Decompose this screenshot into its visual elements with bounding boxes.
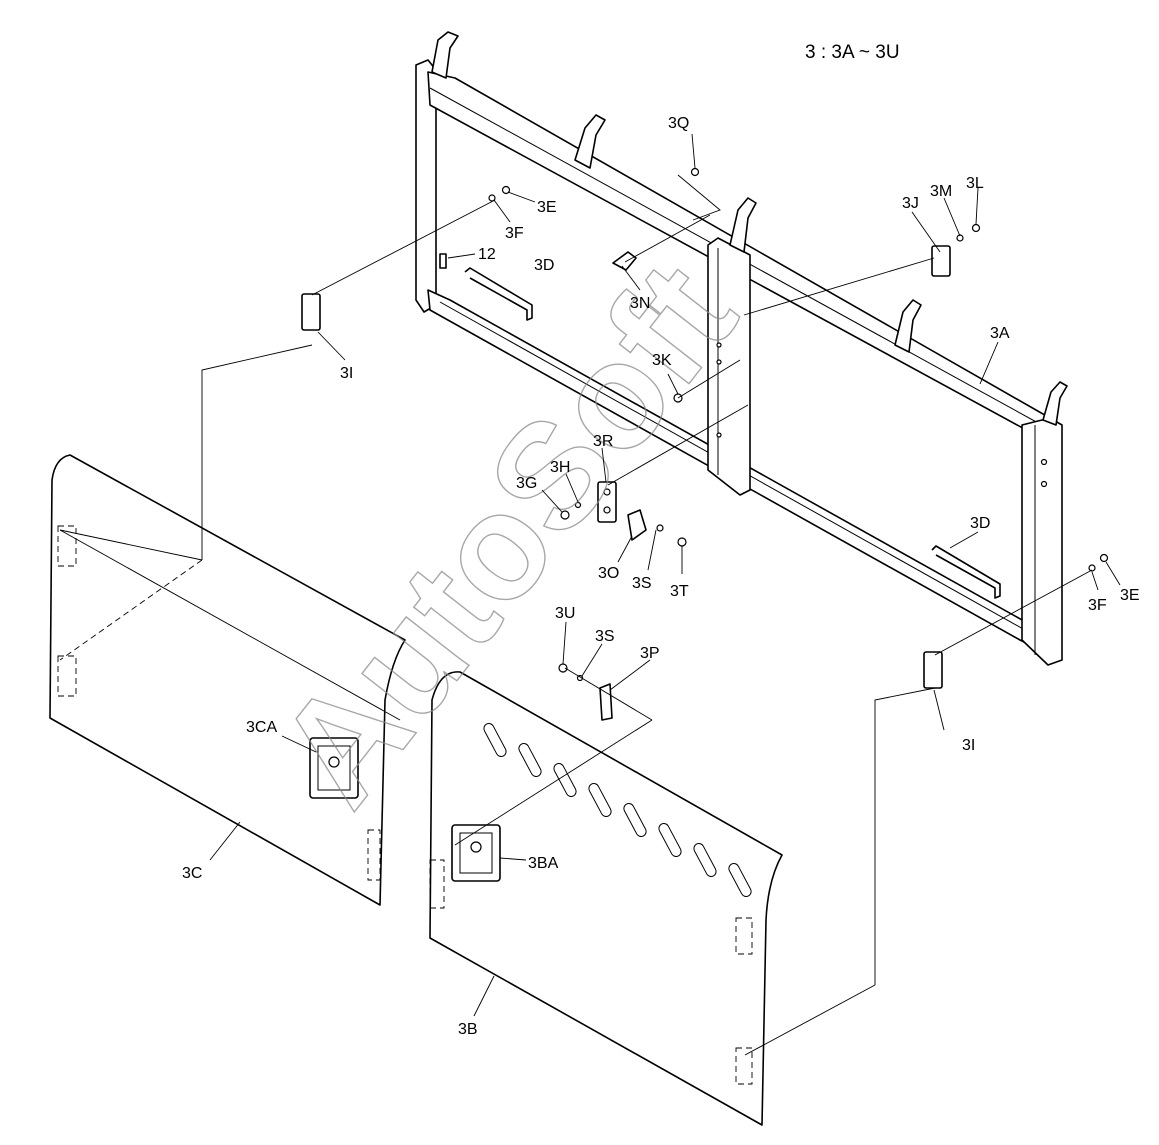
label-3CA: 3CA — [246, 719, 277, 736]
label-3C: 3C — [182, 865, 202, 882]
label-3O: 3O — [598, 565, 619, 582]
label-3I-right: 3I — [962, 737, 975, 754]
callout-leaders — [209, 133, 1121, 1017]
label-3S-b: 3S — [595, 628, 615, 645]
label-3D-right: 3D — [970, 515, 990, 532]
label-3R: 3R — [593, 433, 613, 450]
handle-right — [931, 545, 1001, 599]
label-3E-right: 3E — [1120, 587, 1140, 604]
callout-labels: 3Q 3E 3F 12 3D 3N 3J 3M 3L 3I 3A 3K 3R 3… — [182, 115, 1140, 1038]
door-left — [49, 454, 406, 906]
label-3B: 3B — [458, 1021, 478, 1038]
label-3E-top: 3E — [537, 199, 557, 216]
label-3T: 3T — [670, 583, 689, 600]
label-3A: 3A — [990, 325, 1010, 342]
label-3D-top: 3D — [534, 257, 554, 274]
label-3F-right: 3F — [1088, 597, 1107, 614]
label-3M: 3M — [930, 183, 952, 200]
label-3L: 3L — [966, 175, 984, 192]
label-3P: 3P — [640, 645, 660, 662]
handle-top — [464, 267, 533, 321]
label-3G: 3G — [516, 475, 537, 492]
label-3N: 3N — [630, 295, 650, 312]
label-3I-left: 3I — [340, 365, 353, 382]
label-3U: 3U — [555, 605, 575, 622]
label-3BA: 3BA — [528, 855, 559, 872]
frame-assembly — [415, 31, 1068, 666]
label-12: 12 — [478, 246, 496, 263]
label-3K: 3K — [652, 352, 672, 369]
label-3J: 3J — [902, 195, 919, 212]
label-3F-top: 3F — [505, 225, 524, 242]
door-right — [429, 671, 783, 1126]
label-3Q: 3Q — [668, 115, 689, 132]
label-3H: 3H — [550, 459, 570, 476]
assembly-lines — [59, 174, 1093, 1056]
latch-assembly — [301, 167, 1109, 721]
label-3S-a: 3S — [632, 575, 652, 592]
diagram-title: 3 : 3A ~ 3U — [805, 42, 900, 63]
